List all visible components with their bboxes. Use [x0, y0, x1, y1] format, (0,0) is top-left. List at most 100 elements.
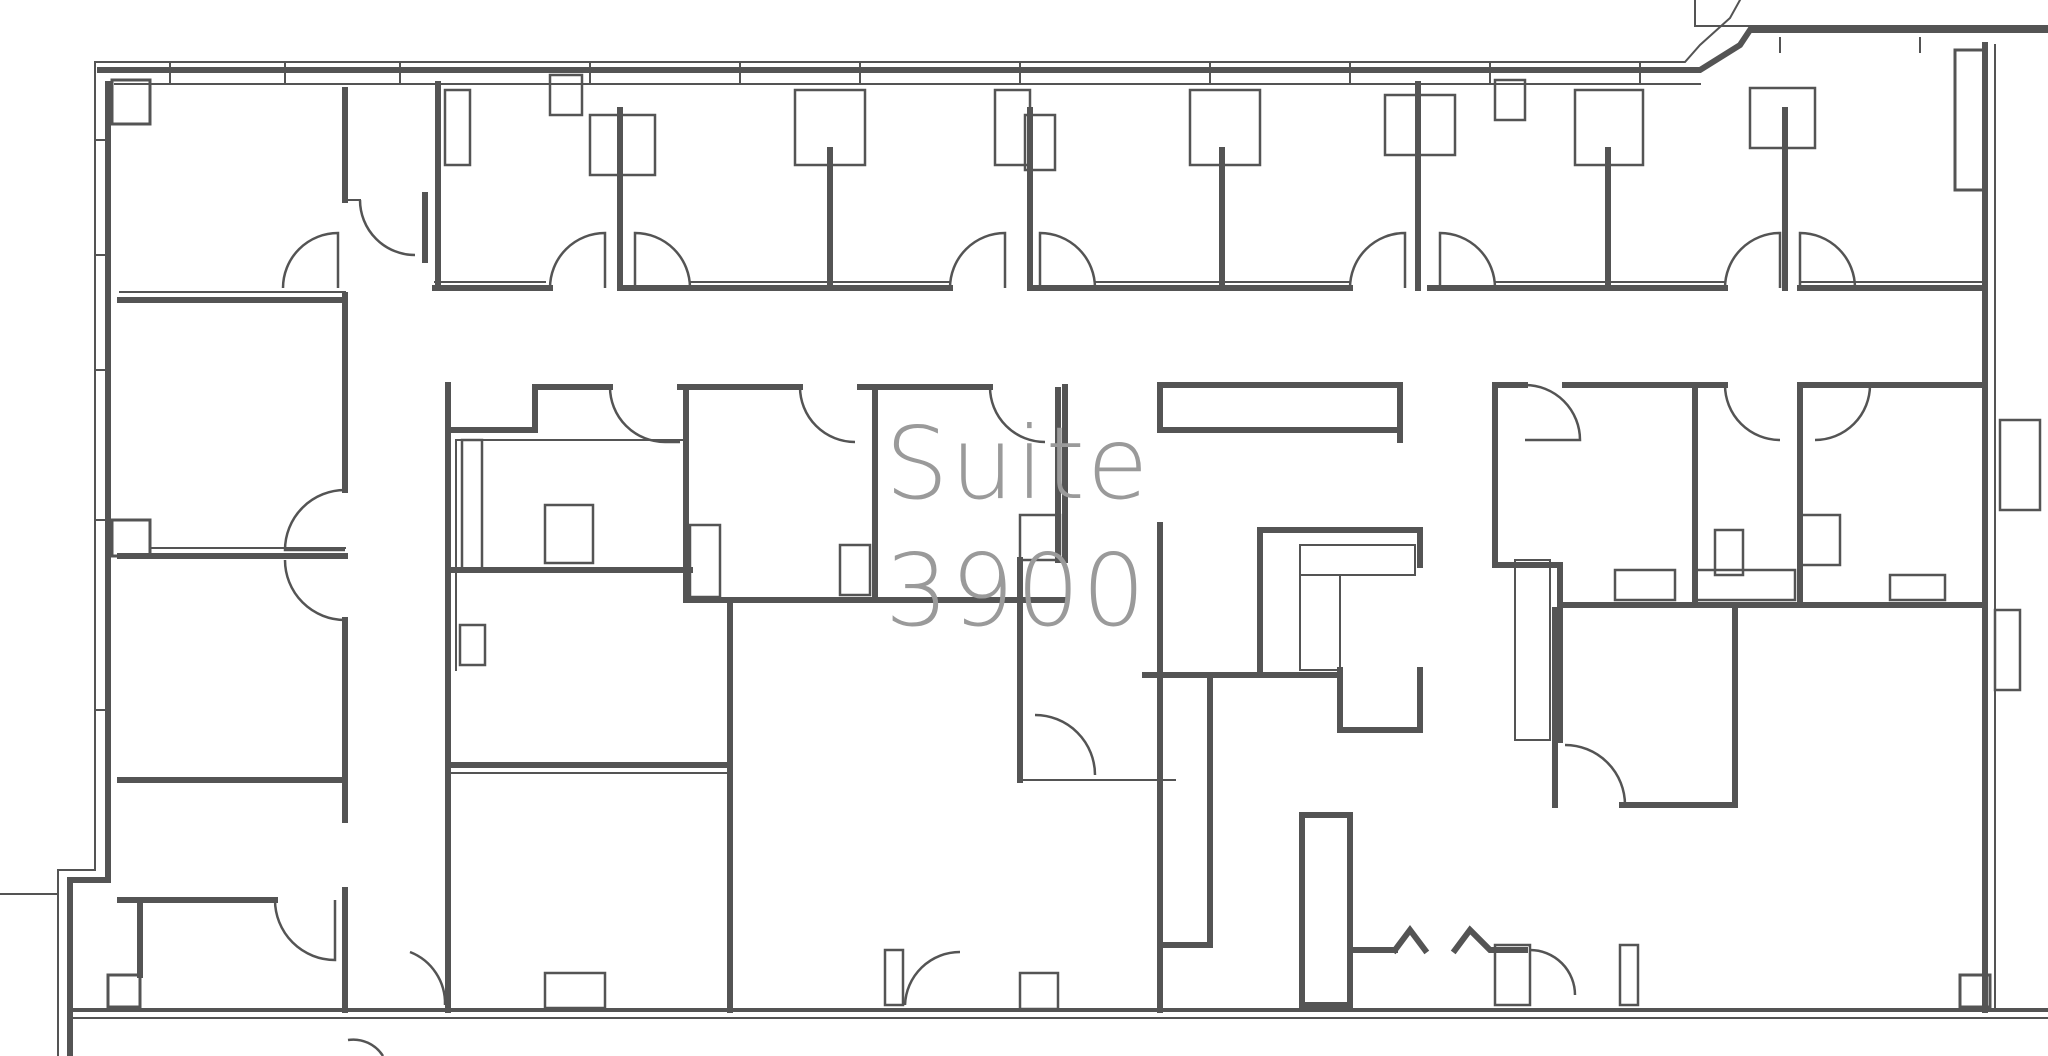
core-wall-top-1: [445, 384, 613, 433]
desk-4: [793, 88, 867, 167]
desk-6: [1023, 113, 1057, 172]
desk-1: [443, 88, 472, 167]
storage-fixture: [838, 543, 872, 597]
top-window-strips: [169, 37, 1921, 85]
door-arc-left-4: [409, 950, 447, 1006]
desk-11: [1748, 86, 1817, 150]
door-arc-8: [1438, 231, 1497, 289]
reception-desk-lower: [1337, 667, 1423, 733]
desk-5: [993, 88, 1032, 167]
sink-right-2: [1693, 568, 1797, 602]
core-wall-top-2: [677, 384, 1068, 563]
exterior-wall-top-outer: [94, 0, 1742, 63]
exterior-notch-right: [1694, 0, 2048, 27]
bottom-right-walls: [1347, 925, 1528, 955]
door-arc-5: [948, 231, 1007, 289]
bottom-post-2: [1618, 943, 1640, 1007]
door-arc-1: [281, 231, 340, 289]
door-arc-left-1: [283, 488, 346, 552]
suite-label-line2: 3900: [885, 532, 1148, 649]
suite-label-line1: Suite: [885, 405, 1150, 522]
right-block-left: [1492, 382, 1563, 743]
door-arc-right-1: [1524, 383, 1582, 442]
left-column-doors: [273, 488, 447, 1006]
door-arc-7: [1348, 231, 1407, 289]
left-office-column: [117, 291, 348, 1013]
printer-fixture: [1018, 971, 1060, 1011]
top-row-doors: [281, 199, 1857, 289]
reception-wall-inner: [1157, 382, 1403, 433]
columns: [106, 48, 1992, 1009]
column-bottom-right: [1958, 973, 1992, 1009]
door-arc-10: [1798, 231, 1857, 289]
door-arc-bottom-1: [903, 950, 961, 1006]
bottom-post-1: [883, 948, 905, 1007]
central-doors: [608, 386, 1097, 776]
right-central-block: [1142, 382, 1528, 1013]
reception-wall-split: [1142, 672, 1338, 948]
toilet-fixture-right: [1713, 528, 1745, 577]
reception-wall-top: [1157, 382, 1403, 443]
desk-8: [1383, 93, 1457, 157]
door-arc-core-2: [798, 386, 856, 444]
right-lower-room: [1552, 607, 1738, 808]
exterior-wall-left-lower: [67, 877, 111, 1056]
sink-fixture: [688, 523, 722, 599]
column-top-left: [110, 78, 152, 126]
door-arc-6: [1038, 231, 1097, 289]
restroom-counter: [460, 438, 484, 572]
cabinet-right-wall: [1998, 418, 2042, 512]
desk-7: [1188, 88, 1262, 167]
counter-fixture: [1018, 513, 1062, 562]
door-arc-right-2: [1723, 384, 1781, 442]
door-arc-bottom-2: [347, 1038, 385, 1056]
right-lower-cabinet: [1514, 559, 1551, 741]
cabinet-fixture: [543, 971, 607, 1010]
left-window-strips: [94, 139, 109, 711]
bottom-cabinet-right: [1493, 943, 1532, 1007]
central-fixtures: [458, 438, 1062, 1011]
exterior-wall-left-outer: [57, 61, 96, 1056]
top-office-row: [342, 81, 1988, 291]
counter-right: [1798, 513, 1842, 567]
right-fixtures: [883, 418, 2042, 1007]
exterior-wall-top: [97, 27, 2048, 73]
door-arc-9: [1723, 231, 1782, 289]
sink-right-3: [1888, 573, 1947, 602]
right-office-section: [1492, 382, 1988, 808]
door-arc-2: [358, 199, 416, 257]
door-arc-left-3: [273, 899, 337, 962]
sink-right-1: [1613, 568, 1677, 602]
desk-10: [1573, 88, 1645, 167]
reception-desk-wall: [1257, 527, 1423, 678]
central-core: [445, 382, 1176, 1013]
door-arc-core-3: [988, 386, 1046, 444]
suite-label: Suite 3900: [885, 405, 1150, 649]
cabinet-right-wall-2: [1993, 608, 2022, 692]
door-arc-right-4: [1564, 743, 1627, 806]
door-arc-core-4: [1034, 713, 1097, 776]
door-arc-left-2: [283, 559, 346, 622]
corner-office-wall: [342, 87, 428, 263]
toilet-fixture: [543, 503, 595, 565]
core-wall-vertical-2: [1017, 387, 1061, 783]
door-arc-right-5: [1529, 948, 1577, 996]
corridor-fixture-tall: [1299, 812, 1353, 1008]
column-top-right: [1953, 48, 1987, 192]
top-row-fixtures: [443, 73, 1817, 177]
desk-2: [548, 73, 584, 117]
right-section-doors: [347, 383, 1872, 1056]
column-bottom-left: [106, 973, 142, 1009]
door-arc-4: [633, 231, 692, 289]
door-arc-right-3: [1814, 384, 1872, 442]
door-arc-core-1: [608, 386, 680, 444]
reception-counter-post: [1299, 574, 1341, 671]
desk-3: [588, 113, 657, 177]
desk-9: [1493, 78, 1527, 122]
reception-counter-inner: [1299, 544, 1416, 576]
locker-fixture: [458, 623, 487, 667]
door-arc-3: [548, 231, 607, 289]
